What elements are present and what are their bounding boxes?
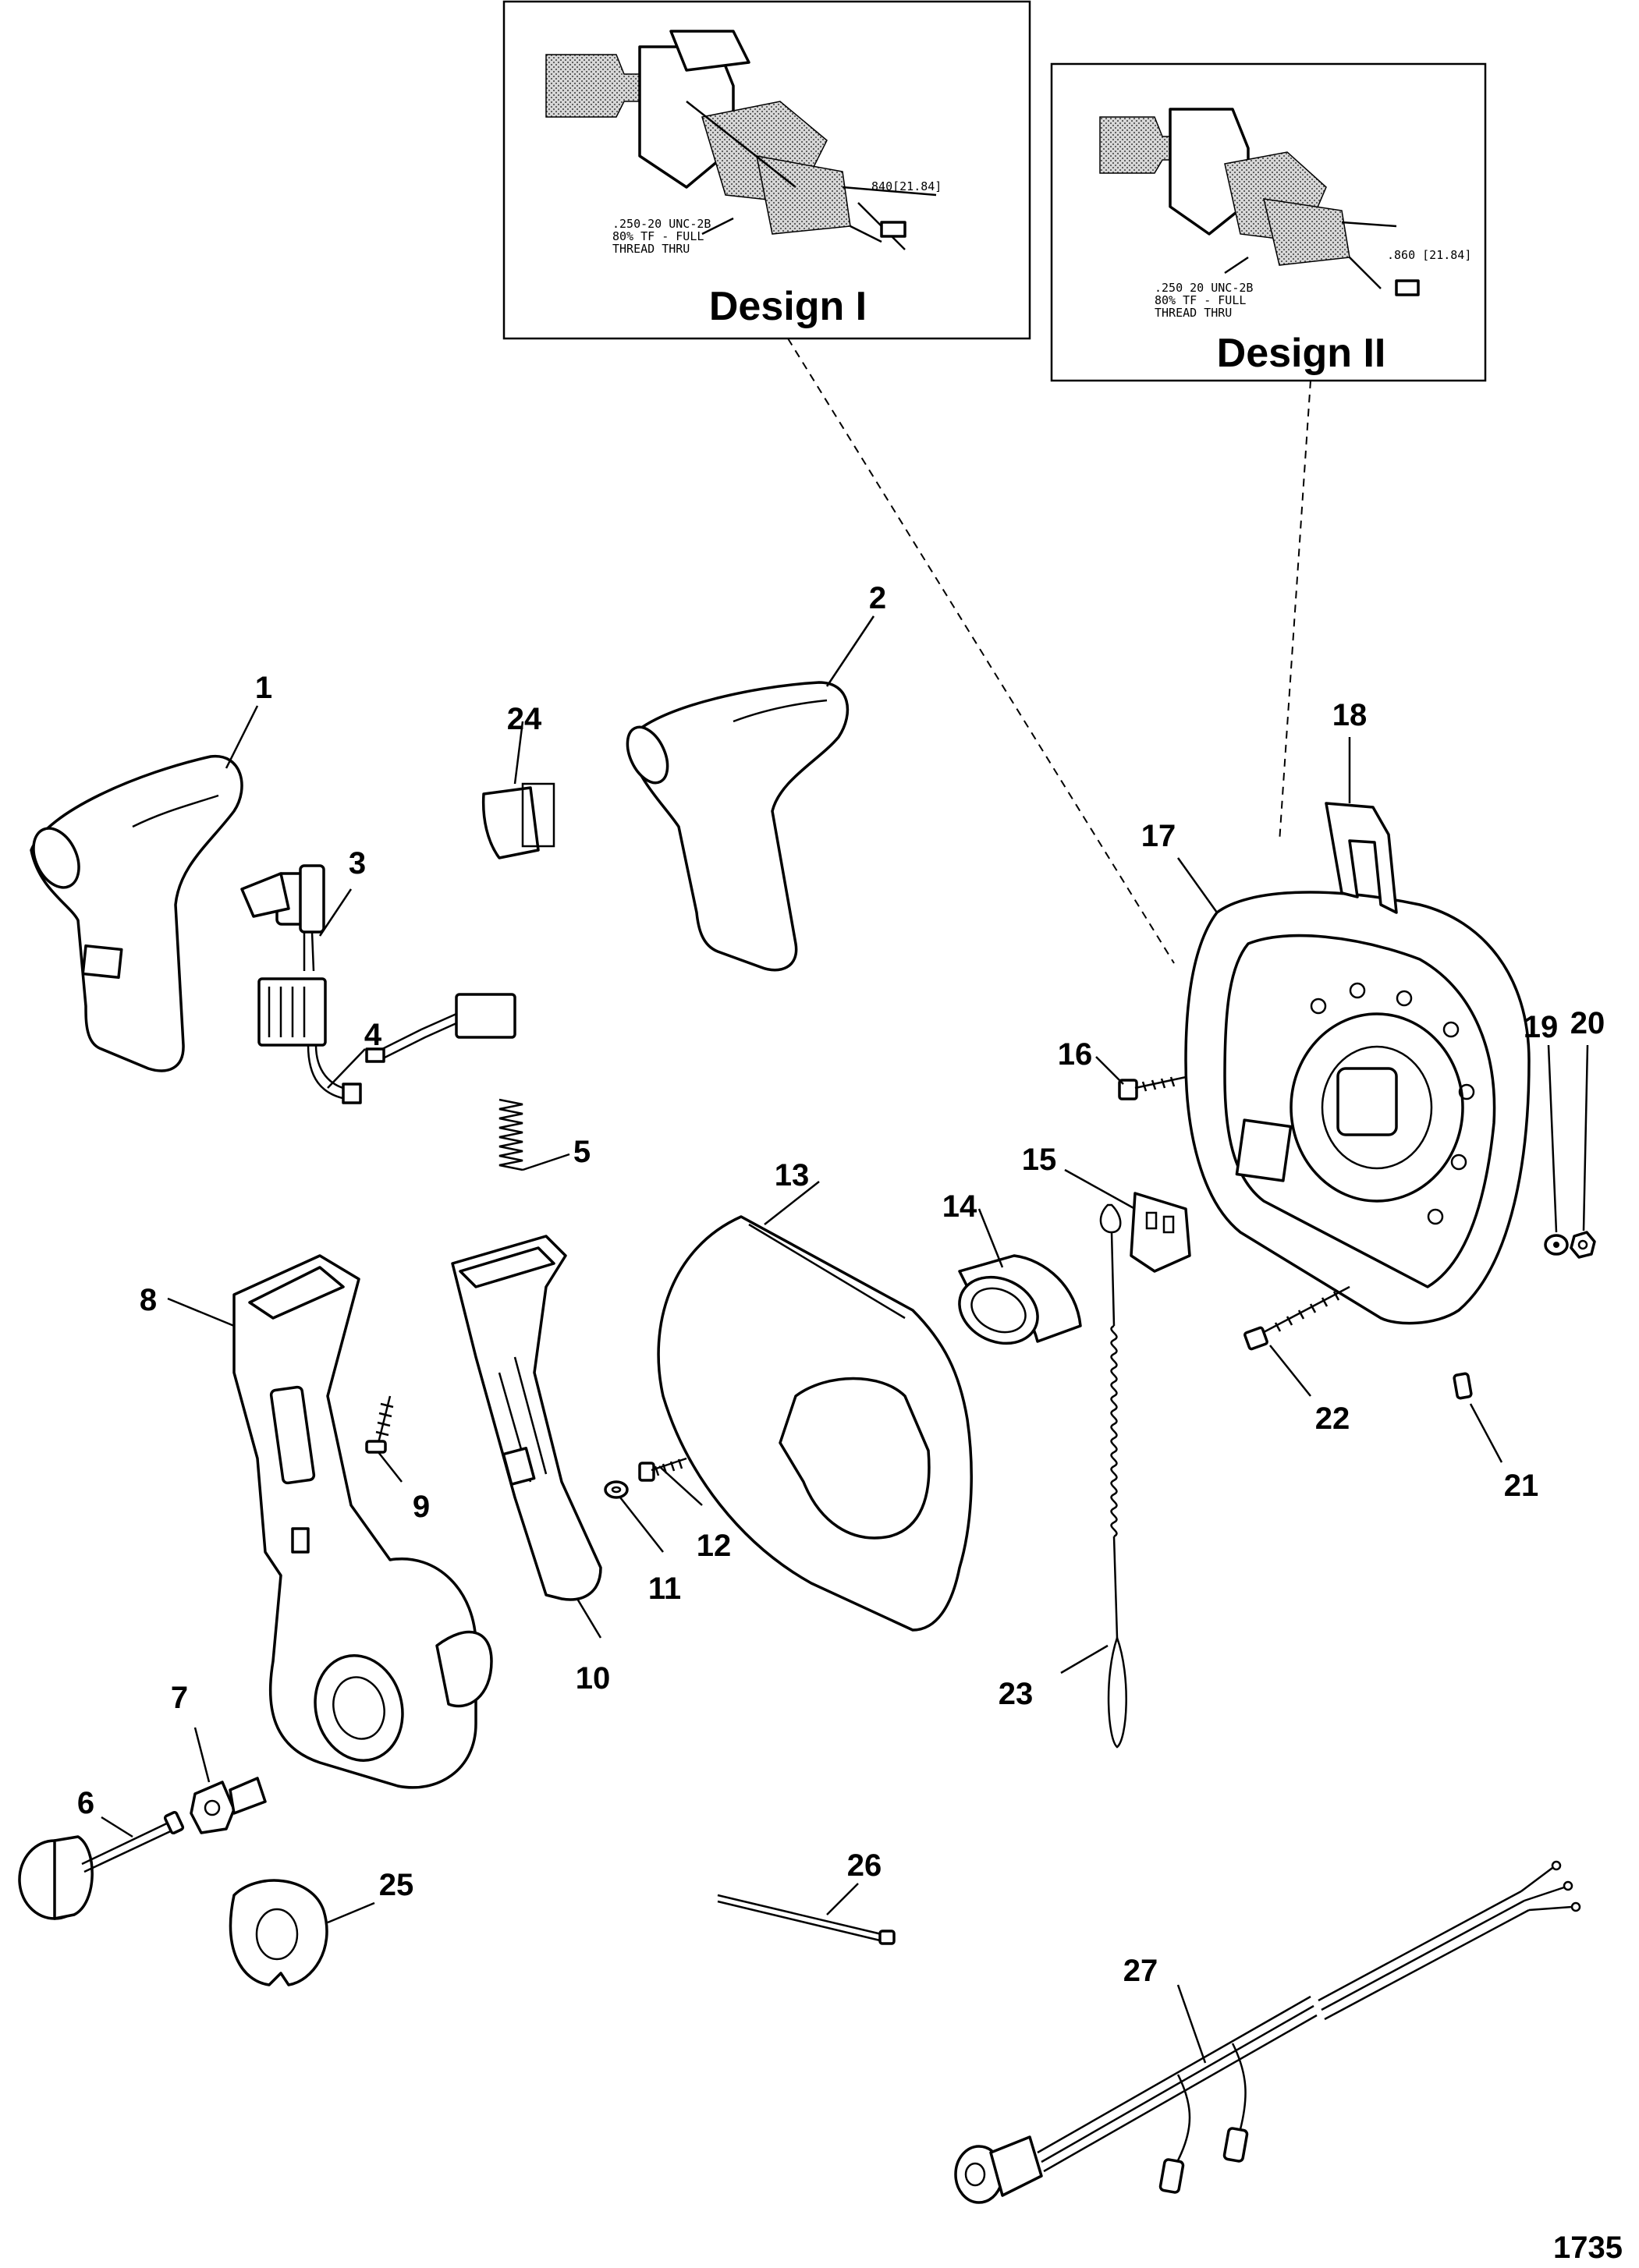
part-23-lanyard (1099, 1203, 1127, 1749)
design-2-thread-note-line-3: THREAD THRU (1155, 306, 1232, 320)
callout-3: 3 (349, 846, 366, 881)
callout-2: 2 (869, 581, 886, 615)
callout-1: 1 (255, 671, 272, 705)
part-1-handle (30, 755, 243, 1072)
part-14-bushing (958, 1254, 1082, 1345)
callout-5: 5 (573, 1135, 591, 1169)
design-2-thread-note-line-1: .250 20 UNC-2B (1155, 281, 1253, 295)
design-1-thread-note-line-1: .250-20 UNC-2B (612, 217, 711, 231)
part-3-switch (240, 864, 325, 972)
part-17-housing (1184, 891, 1531, 1325)
design-2-reference-line (1279, 380, 1311, 843)
callout-13: 13 (775, 1158, 810, 1192)
part-8-lever (232, 1254, 493, 1789)
part-10-lever (451, 1235, 602, 1601)
callout-17: 17 (1141, 819, 1176, 853)
callout-9: 9 (413, 1490, 430, 1524)
part-22-screw (1243, 1285, 1350, 1351)
part-5-spring (498, 1098, 523, 1171)
callout-27: 27 (1123, 1954, 1158, 1988)
callout-20: 20 (1570, 1006, 1605, 1040)
callout-23: 23 (999, 1677, 1034, 1711)
part-9-screw (365, 1395, 394, 1454)
part-2-handle (626, 681, 850, 972)
design-2-title: Design II (1217, 331, 1386, 376)
callout-12: 12 (697, 1529, 732, 1563)
callout-21: 21 (1504, 1469, 1539, 1503)
design-1-thread-note-line-2: 80% TF - FULL (612, 229, 704, 243)
callout-14: 14 (942, 1189, 977, 1224)
design-1-reference-line (787, 338, 1175, 964)
part-21-set-screw (1453, 1372, 1473, 1400)
callout-16: 16 (1058, 1037, 1093, 1072)
design-2-thread-note-line-2: 80% TF - FULL (1155, 293, 1246, 307)
part-15-clip (1130, 1192, 1191, 1273)
callout-22: 22 (1315, 1402, 1350, 1436)
part-19-washer (1544, 1234, 1569, 1256)
callout-24: 24 (507, 702, 542, 736)
part-25-washer (229, 1879, 328, 1986)
part-27-wiring-harness (954, 1860, 1581, 2204)
design-2-section-drawing (1099, 108, 1420, 296)
part-6-knob (18, 1810, 185, 1920)
design-1-title: Design I (709, 284, 867, 329)
callout-18: 18 (1332, 698, 1368, 732)
part-13-cover (657, 1215, 973, 1632)
callout-4: 4 (364, 1018, 382, 1052)
callout-8: 8 (140, 1283, 157, 1317)
design-1-section-drawing (545, 30, 937, 250)
part-26-cable-tie (717, 1894, 896, 1945)
part-24-button (481, 782, 555, 859)
leader-lines (101, 615, 1589, 2064)
figure-number: 1735 (1553, 2231, 1623, 2265)
part-4-connector (257, 977, 516, 1104)
part-12-screw (638, 1457, 687, 1482)
part-20-nut (1570, 1231, 1596, 1259)
callout-7: 7 (171, 1681, 188, 1715)
part-11-washer (604, 1480, 629, 1499)
design-1-dimension: .840[21.84] (864, 179, 942, 193)
inset-design-1: .840[21.84] .250-20 UNC-2B 80% TF - FULL… (502, 0, 1031, 340)
part-7-fitting (190, 1777, 267, 1834)
part-18-bracket (1325, 802, 1398, 914)
callout-11: 11 (648, 1572, 681, 1606)
inset-design-2: .860 [21.84] .250 20 UNC-2B 80% TF - FUL… (1050, 62, 1487, 382)
callout-10: 10 (576, 1661, 611, 1696)
callout-15: 15 (1022, 1143, 1057, 1177)
callout-19: 19 (1524, 1010, 1559, 1044)
callout-6: 6 (77, 1786, 94, 1820)
design-2-dimension: .860 [21.84] (1387, 248, 1471, 262)
callout-labels: 1 2 3 4 5 6 7 8 9 10 11 12 13 14 15 16 1… (77, 581, 1605, 1988)
callout-26: 26 (847, 1848, 882, 1883)
design-1-thread-note-line-3: THREAD THRU (612, 242, 690, 256)
part-16-screw (1118, 1075, 1190, 1100)
callout-25: 25 (379, 1868, 414, 1902)
